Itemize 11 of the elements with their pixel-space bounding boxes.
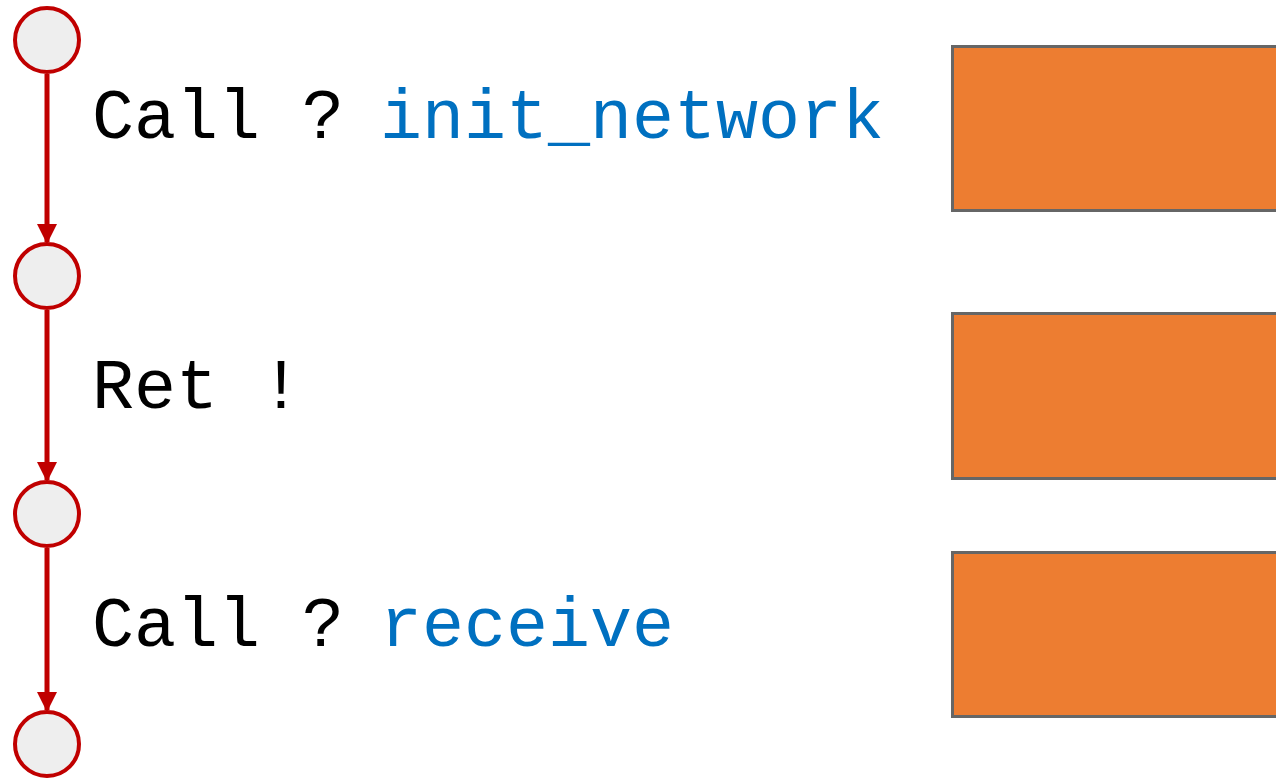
return-keyword: Ret ! [92,350,303,430]
filled-rectangle [951,551,1276,718]
arrow [37,310,57,482]
filled-rectangle [951,312,1276,480]
call-keyword: Call ? [92,80,345,160]
arrow [37,548,57,712]
function-name: receive [380,588,675,668]
function-name: init_network [380,80,885,160]
filled-rectangle [951,45,1276,212]
arrow [37,74,57,244]
call-keyword: Call ? [92,588,345,668]
